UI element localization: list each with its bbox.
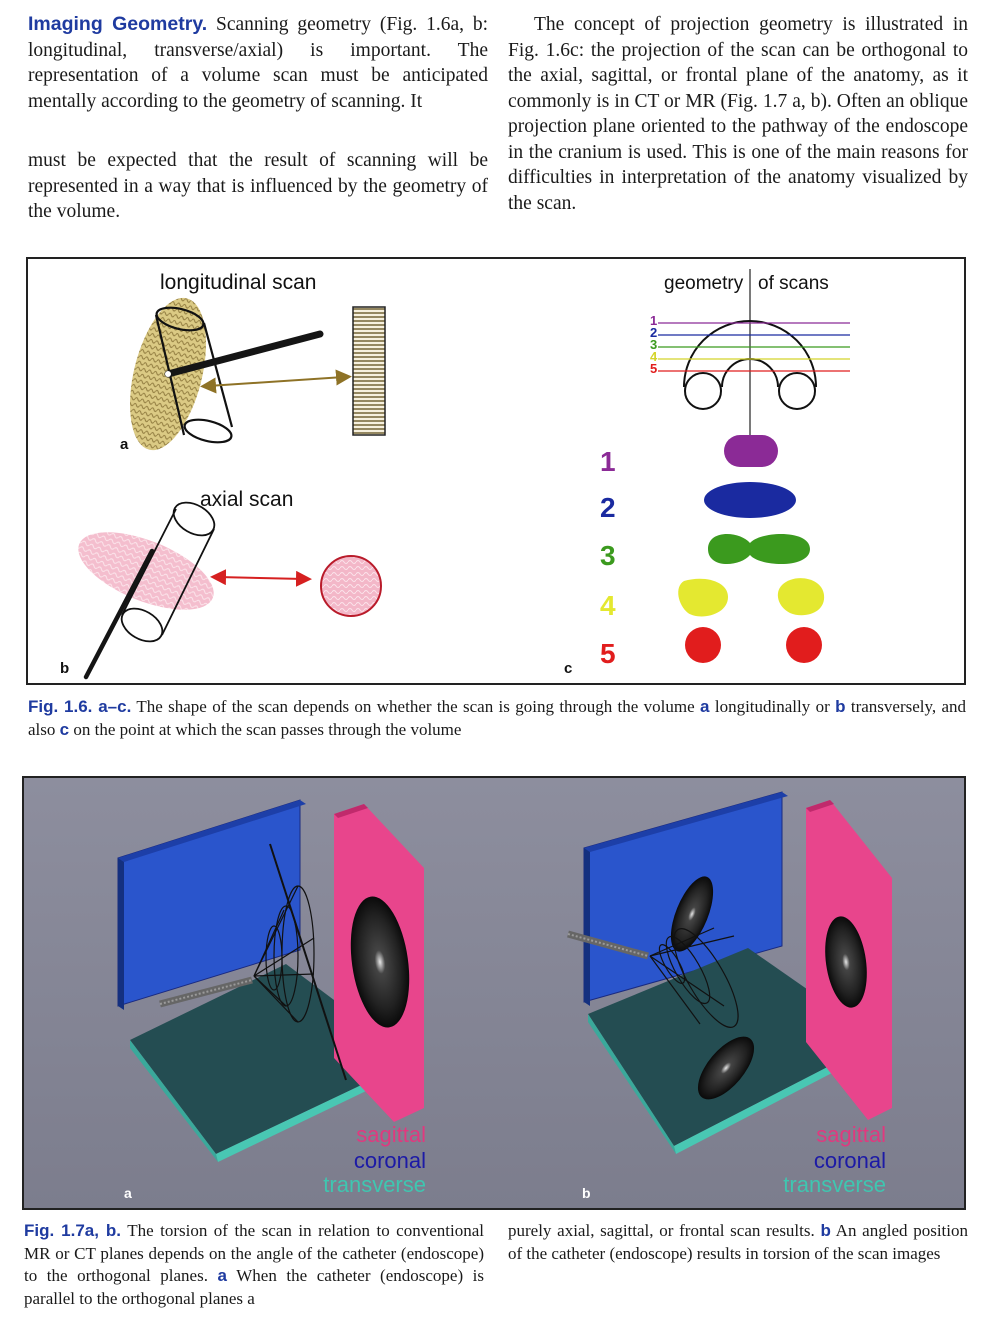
coronal-plane-b-top <box>584 792 788 852</box>
panel-label-c: c <box>564 660 572 677</box>
legend-a-coronal: coronal <box>354 1148 426 1173</box>
caption-ref-b: b <box>835 697 846 716</box>
level-small-2: 2 <box>650 325 657 340</box>
scan-cone-a <box>253 885 315 1023</box>
caption-ref-a-1-7: a <box>217 1266 228 1285</box>
level-big-numbers: 1 2 3 4 5 <box>600 446 616 669</box>
cross-section-shapes <box>678 435 825 663</box>
body-text-right-column: The concept of projection geometry is il… <box>508 12 968 216</box>
longitudinal-arrow <box>200 369 352 394</box>
level-number-1: 1 <box>600 446 616 477</box>
catheter-b-texture <box>567 933 649 957</box>
cross-section-3 <box>708 533 810 565</box>
longitudinal-catheter <box>164 330 324 378</box>
level-small-4: 4 <box>650 349 658 364</box>
figure-1-6-graphic: longitudinal scan a axial scan b <box>60 269 850 680</box>
coronal-plane-a-top <box>118 800 306 862</box>
cross-section-5-left <box>685 627 721 663</box>
run-in-heading: Imaging Geometry. <box>28 13 208 35</box>
longitudinal-scan-strip <box>352 306 386 436</box>
geometry-title-right: of scans <box>758 273 829 294</box>
cross-section-1 <box>724 435 778 467</box>
torus-outline <box>683 320 817 410</box>
panel-label-b: b <box>60 660 69 677</box>
transverse-plane-b-edge-left <box>588 1014 676 1154</box>
panel-label-a: a <box>120 436 129 453</box>
legend-b: sagittal coronal transverse <box>783 1122 886 1197</box>
body-text-left-column: Imaging Geometry. Scanning geometry (Fig… <box>28 12 488 225</box>
paragraph-projection-geometry: The concept of projection geometry is il… <box>508 14 968 214</box>
level-number-5: 5 <box>600 638 616 669</box>
scan-cone-b <box>649 927 739 1028</box>
paragraph-text-continued: must be expected that the result of scan… <box>28 150 488 222</box>
paragraph-imaging-geometry: Imaging Geometry. Scanning geometry (Fig… <box>28 12 488 114</box>
legend-a: sagittal coronal transverse <box>323 1122 426 1197</box>
axial-catheter <box>83 548 155 680</box>
transverse-disc-b <box>697 1036 755 1100</box>
figure-1-6-caption: Fig. 1.6. a–c. The shape of the scan dep… <box>28 696 966 741</box>
axial-cylinder <box>120 501 216 643</box>
level-lines <box>658 322 850 372</box>
sagittal-disc-b <box>825 916 867 1008</box>
longitudinal-scan-title: longitudinal scan <box>160 271 316 294</box>
scene-b: b sagittal coronal transverse <box>567 791 892 1201</box>
sagittal-disc-a <box>350 896 410 1028</box>
coronal-plane-b-side <box>584 848 590 1006</box>
figure-1-6: longitudinal scan a axial scan b <box>26 257 966 685</box>
rod-a <box>269 843 347 1081</box>
axial-scan-title: axial scan <box>200 488 293 511</box>
legend-a-transverse: transverse <box>323 1172 426 1197</box>
axial-arrow <box>210 569 312 587</box>
figure-1-7-caption-left: Fig. 1.7a, b. The torsion of the scan in… <box>24 1220 484 1310</box>
level-number-4: 4 <box>600 590 616 621</box>
catheter-a <box>159 976 253 1008</box>
panel-label-a-fig17: a <box>124 1185 132 1201</box>
caption-text-3: transversely, and also <box>28 697 967 739</box>
caption-ref-a: a <box>700 697 710 716</box>
level-number-3: 3 <box>600 540 616 571</box>
caption-text-2: longitudinally or <box>714 697 830 716</box>
caption-text-1: The shape of the scan depends on whether… <box>136 697 695 716</box>
caption-text-4: on the point at which the scan passes th… <box>73 719 462 739</box>
caption-right-text-2: An angled position of the catheter (endo… <box>508 1221 969 1263</box>
axial-scan-circle <box>320 555 382 617</box>
figure-1-7-graphic: a sagittal coronal transverse <box>117 791 892 1201</box>
legend-b-transverse: transverse <box>783 1172 886 1197</box>
scene-a: a sagittal coronal transverse <box>117 799 426 1201</box>
cross-section-4-left <box>678 578 728 617</box>
caption-left-text-rest: When the catheter (endoscope) is paralle… <box>24 1266 485 1308</box>
level-number-2: 2 <box>600 492 616 523</box>
level-small-5: 5 <box>650 361 657 376</box>
sagittal-plane-a-top <box>334 804 368 818</box>
coronal-plane-a-side <box>118 858 124 1010</box>
axial-disc <box>78 532 214 610</box>
sagittal-plane-b-top <box>806 800 834 812</box>
caption-left-text: The torsion of the scan in relation to c… <box>24 1221 484 1285</box>
catheter-tip-a <box>165 371 171 377</box>
caption-label-1-6: Fig. 1.6. a–c. <box>28 697 132 716</box>
caption-ref-b-1-7: b <box>820 1221 831 1240</box>
figure-1-7: a sagittal coronal transverse <box>22 776 966 1210</box>
paragraph-text: Scanning geometry (Fig. 1.6a, b: longitu… <box>28 14 488 112</box>
cross-section-5-right <box>786 627 822 663</box>
caption-label-1-7: Fig. 1.7a, b. <box>24 1221 122 1240</box>
cross-section-2 <box>704 482 796 518</box>
geometry-title-left: geometry <box>664 273 744 294</box>
coronal-disc-b <box>670 876 714 952</box>
legend-a-sagittal: sagittal <box>356 1122 426 1147</box>
level-small-1: 1 <box>650 313 657 328</box>
legend-b-coronal: coronal <box>814 1148 886 1173</box>
level-small-3: 3 <box>650 337 657 352</box>
level-small-numbers: 1 2 3 4 5 <box>650 313 658 376</box>
figure-1-7-caption-right: purely axial, sagittal, or frontal scan … <box>508 1220 968 1265</box>
transverse-plane-a-edge-left <box>130 1040 218 1162</box>
caption-right-text-1: purely axial, sagittal, or frontal scan … <box>508 1221 815 1240</box>
legend-b-sagittal: sagittal <box>816 1122 886 1147</box>
caption-ref-c: c <box>59 719 70 739</box>
panel-label-b-fig17: b <box>582 1185 591 1201</box>
cross-section-4-right <box>777 578 825 616</box>
